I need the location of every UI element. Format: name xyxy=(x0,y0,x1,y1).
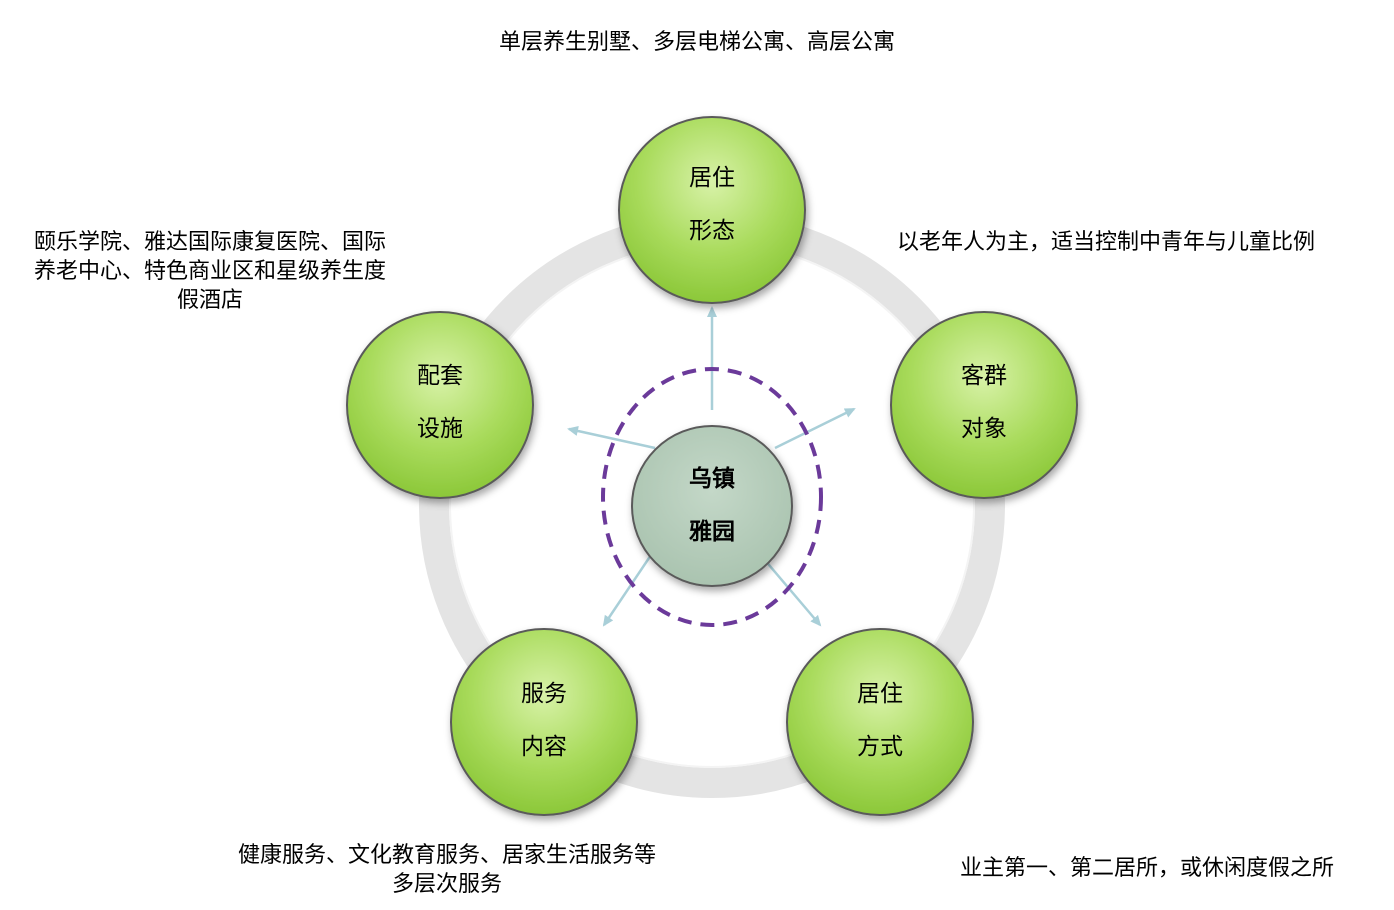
description-left-line3: 假酒店 xyxy=(176,288,243,313)
arrow-to-right xyxy=(774,407,856,450)
description-left-line2: 养老中心、特色商业区和星级养生度 xyxy=(33,259,386,284)
node-top-line1: 居住 xyxy=(689,165,735,191)
description-right: 以老年人为主，适当控制中青年与儿童比例 xyxy=(897,230,1316,255)
hub-label-line1: 乌镇 xyxy=(689,466,735,492)
node-label-bottom-right: 居住 方式 xyxy=(785,668,975,774)
node-circle-right xyxy=(890,311,1078,499)
node-label-right: 客群 对象 xyxy=(889,350,1079,456)
node-circle-left xyxy=(346,311,534,499)
description-bottom-left-line1: 健康服务、文化教育服务、居家生活服务等 xyxy=(237,843,656,868)
node-top-line2: 形态 xyxy=(689,218,735,244)
node-left-line2: 设施 xyxy=(417,416,463,442)
node-bottom-left-line2: 内容 xyxy=(521,734,567,760)
node-bottom-right-line1: 居住 xyxy=(857,681,903,707)
node-left-line1: 配套 xyxy=(417,363,463,389)
description-left-line1: 颐乐学院、雅达国际康复医院、国际 xyxy=(33,230,386,255)
dashed-ring xyxy=(601,367,823,627)
node-label-bottom-left: 服务 内容 xyxy=(449,668,639,774)
arrow-to-bottom-left xyxy=(602,554,653,627)
description-top: 单层养生别墅、多层电梯公寓、高层公寓 xyxy=(499,30,896,55)
node-circle-bottom-left xyxy=(450,628,638,816)
node-bottom-left-line1: 服务 xyxy=(521,681,567,707)
hub-circle xyxy=(631,425,793,587)
node-circle-top xyxy=(618,116,806,304)
hub-label-line2: 雅园 xyxy=(689,519,735,545)
node-bottom-right-line2: 方式 xyxy=(857,734,903,760)
description-bottom-left: 健康服务、文化教育服务、居家生活服务等 多层次服务 xyxy=(222,841,672,899)
arrow-to-left xyxy=(567,426,656,450)
node-label-left: 配套 设施 xyxy=(345,350,535,456)
description-left: 颐乐学院、雅达国际康复医院、国际 养老中心、特色商业区和星级养生度 假酒店 xyxy=(20,228,400,315)
node-right-line1: 客群 xyxy=(961,363,1007,389)
node-right-line2: 对象 xyxy=(961,416,1007,442)
description-bottom-left-line2: 多层次服务 xyxy=(391,872,502,897)
node-label-top: 居住 形态 xyxy=(617,152,807,258)
node-circle-bottom-right xyxy=(786,628,974,816)
hub-label: 乌镇 雅园 xyxy=(627,453,797,559)
description-bottom-right: 业主第一、第二居所，或休闲度假之所 xyxy=(960,856,1335,881)
